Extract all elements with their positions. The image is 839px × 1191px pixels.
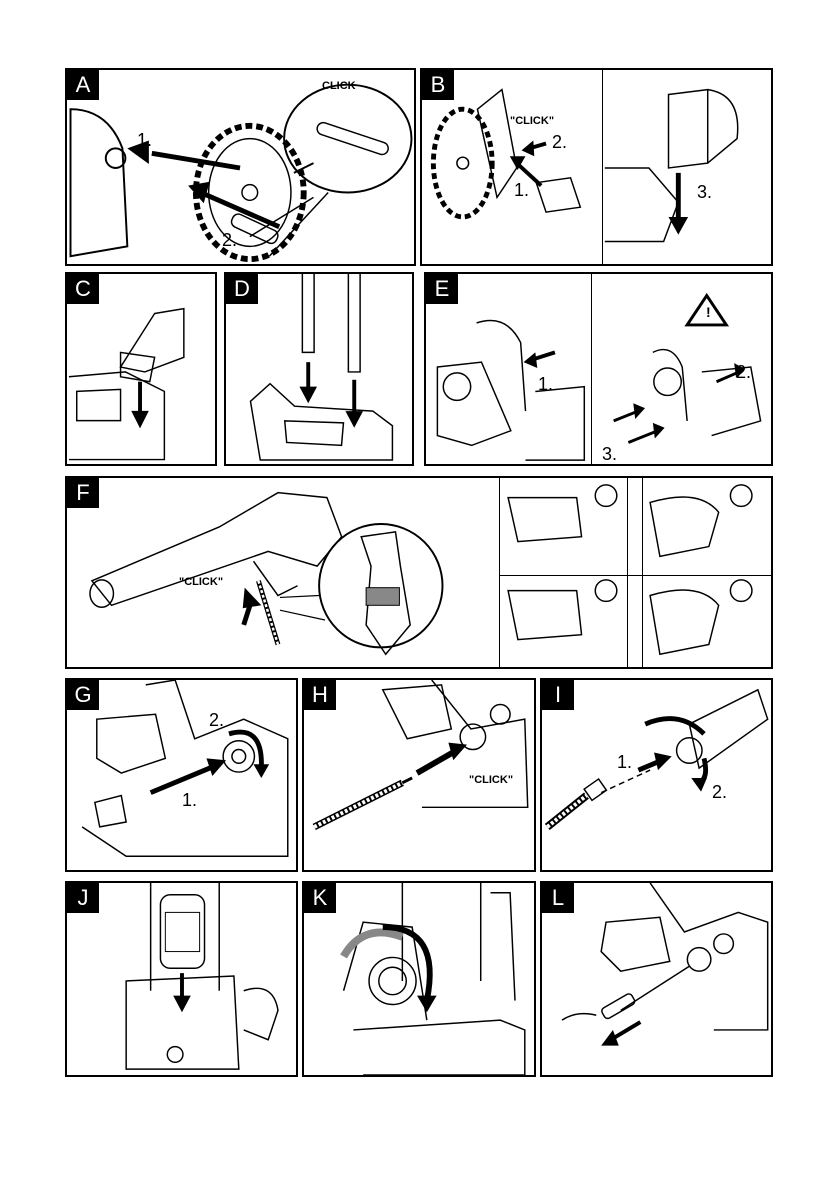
wheel-mount-illustration <box>69 83 413 263</box>
panel-e-divider <box>591 274 592 464</box>
panel-b: B "CLICK" 2. 1. 3. <box>420 68 773 266</box>
panel-e-step-2: 2. <box>736 362 752 382</box>
panel-e-warning-mark: ! <box>706 304 711 320</box>
panel-f-divider-1 <box>499 478 500 667</box>
detergent-bottle-illustration <box>125 883 279 1070</box>
panel-a-tag: A <box>67 70 99 100</box>
panel-d: D <box>224 272 414 466</box>
handle-mount-illustration <box>430 88 739 243</box>
hose-connect-illustration <box>81 680 289 858</box>
nozzle-connect-illustration <box>544 688 769 830</box>
panel-a: A 1. 2. CLICK <box>65 68 416 266</box>
panel-l-tag: L <box>542 883 574 913</box>
filter-removal-illustration <box>561 883 769 1046</box>
panel-i-tag: I <box>542 680 574 710</box>
panel-j-tag: J <box>67 883 99 913</box>
panel-f-tag: F <box>67 478 99 508</box>
panel-a-step-1: 1. <box>137 130 153 150</box>
lance-connect-illustration <box>312 680 529 830</box>
panel-f-hdivider <box>499 575 771 576</box>
holder-insert-illustration <box>68 307 185 461</box>
panel-e-step-1: 1. <box>538 374 554 394</box>
panel-g: G 2. 1. <box>65 678 298 872</box>
panel-h: H "CLICK" <box>302 678 536 872</box>
panel-h-tag: H <box>304 680 336 710</box>
panel-g-step-2: 2. <box>209 710 225 730</box>
panel-e: E ! 1. 2. 3. <box>424 272 773 466</box>
panel-g-step-1: 1. <box>182 790 198 810</box>
panel-c-tag: C <box>67 274 99 304</box>
screw-mount-illustration <box>436 292 762 461</box>
panel-i-step-2: 2. <box>712 782 728 802</box>
panel-l: L <box>540 881 773 1077</box>
panel-i: I 1. 2. <box>540 678 773 872</box>
hose-reel-illustration <box>340 883 526 1075</box>
panel-f-click-label: "CLICK" <box>179 576 224 588</box>
panel-b-tag: B <box>422 70 454 100</box>
panel-j: J <box>65 881 298 1077</box>
panel-f: F "CLICK" <box>65 476 773 669</box>
panel-b-step-2: 2. <box>552 132 568 152</box>
panel-i-step-1: 1. <box>617 752 633 772</box>
panel-d-tag: D <box>226 274 258 304</box>
panel-f-divider-3 <box>642 478 643 667</box>
panel-a-step-2: 2. <box>222 230 238 250</box>
panel-k-tag: K <box>304 883 336 913</box>
panel-g-tag: G <box>67 680 99 710</box>
push-handle-illustration <box>249 274 394 461</box>
panel-e-tag: E <box>426 274 458 304</box>
panel-e-step-3: 3. <box>602 444 618 464</box>
panel-h-click-label: "CLICK" <box>469 774 514 786</box>
panel-f-divider-2 <box>627 478 628 667</box>
panel-b-divider <box>602 70 603 264</box>
panel-c: C <box>65 272 217 466</box>
panel-b-click-label: "CLICK" <box>510 115 555 127</box>
panel-b-step-3: 3. <box>697 182 713 202</box>
panel-a-click-label: CLICK <box>322 80 356 92</box>
spray-gun-illustration <box>89 484 753 656</box>
panel-b-step-1: 1. <box>514 180 530 200</box>
panel-k: K <box>302 881 536 1077</box>
